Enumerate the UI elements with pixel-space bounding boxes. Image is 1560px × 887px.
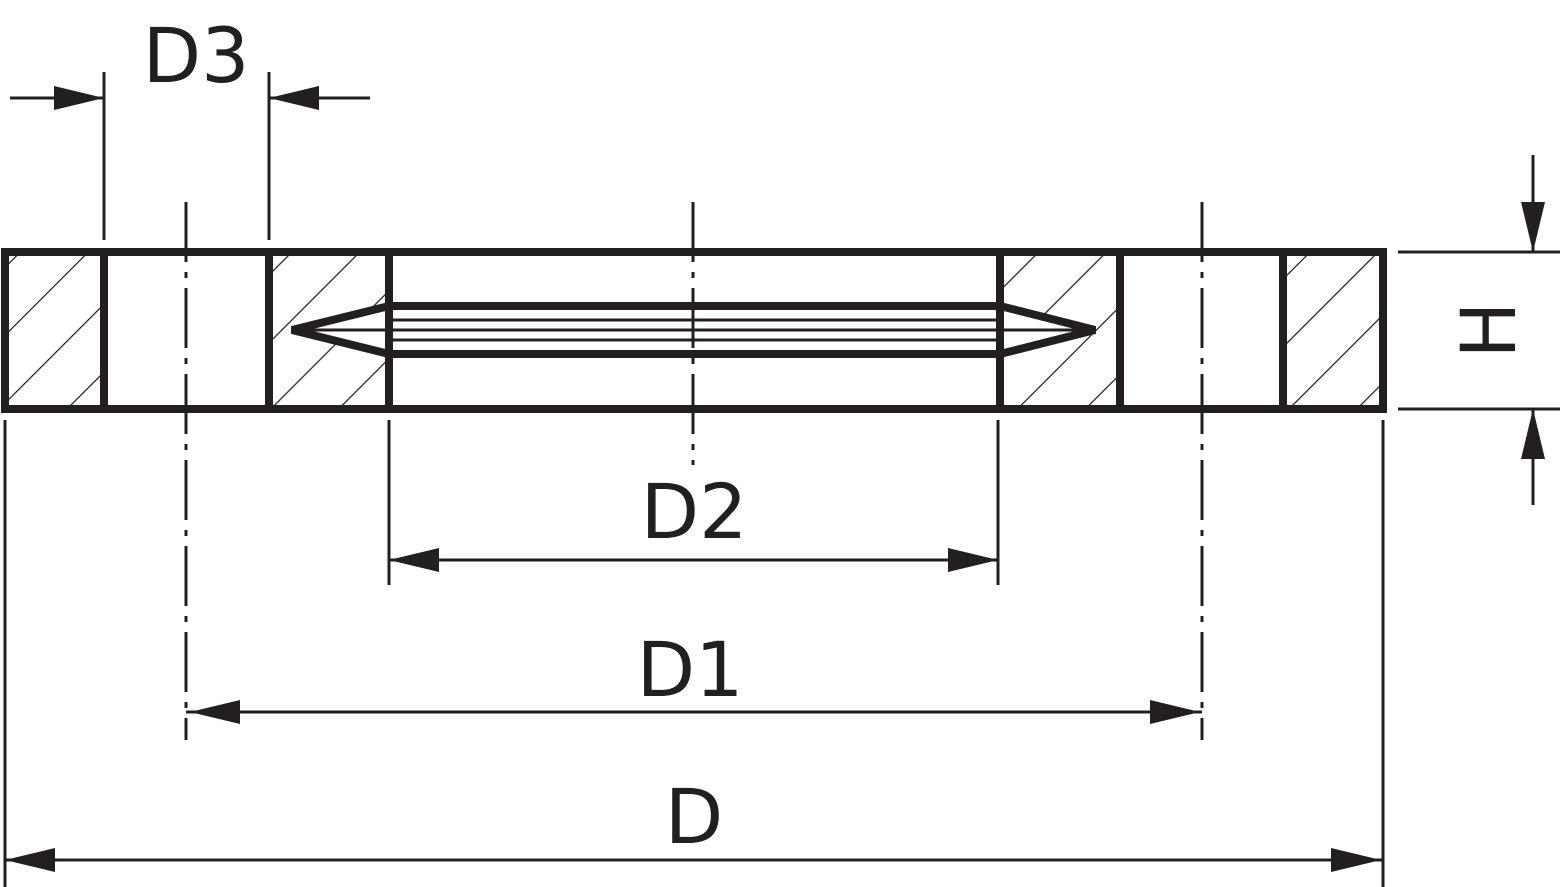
d-dimension: D	[3, 420, 1385, 887]
d2-dimension: D2	[387, 420, 1000, 585]
d3-arrow-left	[54, 86, 104, 110]
d3-arrow-right	[269, 86, 319, 110]
d-label: D	[665, 772, 724, 861]
d3-label: D3	[143, 11, 250, 100]
d1-arrow-right	[1150, 700, 1200, 724]
d3-dimension: D3	[10, 11, 370, 240]
d-arrow-right	[1331, 848, 1381, 872]
d2-label: D2	[641, 467, 748, 556]
d1-label: D1	[637, 625, 744, 714]
d-arrow-left	[5, 848, 55, 872]
d2-arrow-left	[389, 548, 439, 572]
h-label: H	[1444, 301, 1533, 358]
h-dimension: H	[1398, 155, 1560, 505]
d2-arrow-right	[948, 548, 998, 572]
d1-arrow-left	[190, 700, 240, 724]
center-lines	[184, 202, 1204, 740]
h-arrow-bottom	[1521, 409, 1545, 459]
d1-dimension: D1	[186, 625, 1202, 724]
h-arrow-top	[1521, 202, 1545, 252]
